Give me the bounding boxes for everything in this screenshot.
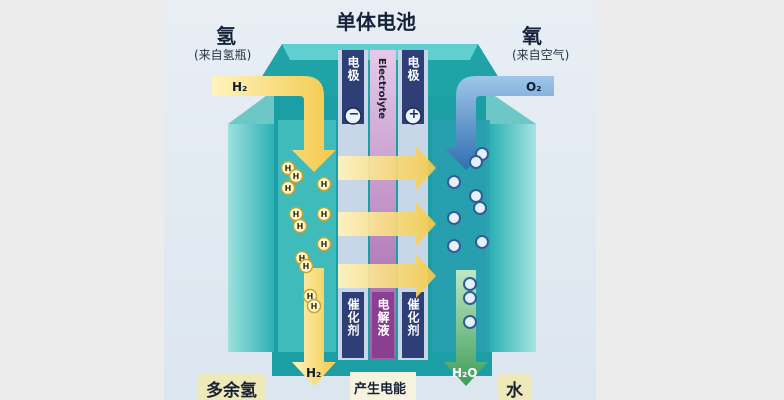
svg-text:H: H	[303, 262, 310, 271]
anode-sign: −	[348, 107, 360, 122]
cathode-catalyst-label: 催化剂	[406, 298, 420, 337]
proton-arrow	[338, 146, 436, 190]
hydrogen-atom: H	[306, 298, 322, 314]
electrolyte-bottom-label: 电解液	[376, 298, 390, 337]
hydrogen-inlet-label: H₂	[232, 80, 248, 94]
svg-text:H: H	[293, 172, 300, 181]
oxygen-atom	[463, 315, 477, 329]
anode-electrode-label: 电极	[346, 56, 360, 82]
water-label: 水	[498, 374, 531, 400]
svg-text:H: H	[285, 164, 292, 173]
oxygen-source: (来自空气)	[512, 48, 570, 62]
hydrogen-atom: H	[280, 180, 296, 196]
proton-arrow	[338, 254, 436, 298]
svg-text:H: H	[293, 210, 300, 219]
hydrogen-atom: H	[316, 206, 332, 222]
hydrogen-atom: H	[288, 168, 304, 184]
oxygen-atom	[463, 277, 477, 291]
proton-arrow	[338, 202, 436, 246]
hydrogen-atom: H	[292, 218, 308, 234]
hydrogen-source: (来自氢瓶)	[194, 48, 252, 62]
svg-text:H: H	[321, 180, 328, 189]
hydrogen-atom: H	[316, 236, 332, 252]
oxygen-inlet-arrow	[444, 76, 554, 170]
svg-text:H: H	[311, 302, 318, 311]
hydrogen-outlet-label: H₂	[306, 366, 322, 380]
svg-text:H: H	[307, 292, 314, 301]
proton-flow-arrows	[338, 146, 436, 298]
anode-terminal	[344, 107, 362, 125]
cathode-electrode	[402, 50, 424, 124]
oxygen-atom	[447, 211, 461, 225]
cathode-catalyst	[402, 292, 424, 358]
excess-hydrogen-arrow	[292, 268, 336, 386]
oxygen-atom	[463, 291, 477, 305]
oxygen-label: 氧	[522, 24, 542, 48]
svg-text:H: H	[321, 240, 328, 249]
oxygen-atom	[447, 175, 461, 189]
hydrogen-atom: H	[288, 206, 304, 222]
cathode-electrode-label: 电极	[406, 56, 420, 82]
hydrogen-atom: H	[298, 258, 314, 274]
anode-catalyst	[342, 292, 364, 358]
oxygen-atom	[469, 155, 483, 169]
cathode-sign: +	[408, 107, 420, 122]
water-outlet-arrow	[444, 270, 488, 386]
water-outlet-label: H₂O	[452, 366, 478, 380]
power-label-plate	[350, 372, 416, 400]
excess-hydrogen-label: 多余氢	[198, 374, 265, 400]
oxygen-atom	[469, 189, 483, 203]
oxygen-atom	[447, 239, 461, 253]
svg-text:H: H	[285, 184, 292, 193]
hydrogen-atom: H	[316, 176, 332, 192]
oxygen-atom	[473, 201, 487, 215]
diagram-title: 单体电池	[336, 10, 416, 34]
hydrogen-label: 氢	[216, 24, 236, 48]
cathode-terminal	[404, 107, 422, 125]
power-label: 产生电能	[354, 382, 407, 397]
svg-text:H: H	[321, 210, 328, 219]
hydrogen-inlet-arrow	[212, 76, 336, 172]
electrolyte-label: Electrolyte	[376, 58, 387, 120]
anode-catalyst-label: 催化剂	[346, 298, 360, 337]
electrolyte-bottom	[372, 292, 394, 358]
oxygen-inlet-label: O₂	[526, 80, 542, 94]
oxygen-atom	[475, 235, 489, 249]
anode-electrode	[342, 50, 364, 124]
svg-text:H: H	[299, 254, 306, 263]
oxygen-atoms	[447, 147, 489, 329]
svg-text:H: H	[297, 222, 304, 231]
